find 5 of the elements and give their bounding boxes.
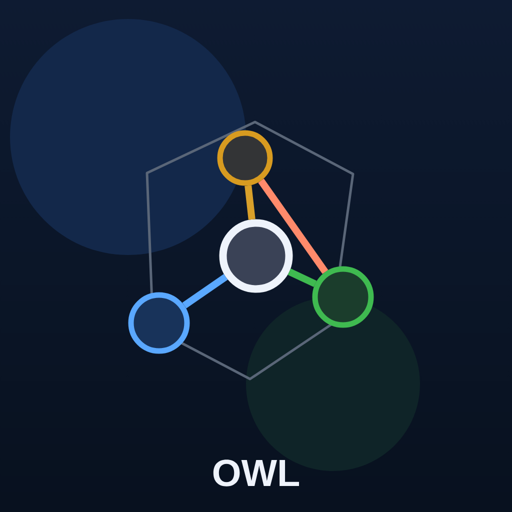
connector-line [182,274,228,308]
connector-line [288,268,317,288]
connector-line [258,178,328,274]
title: OWL [213,460,300,486]
connector-line [244,185,256,220]
